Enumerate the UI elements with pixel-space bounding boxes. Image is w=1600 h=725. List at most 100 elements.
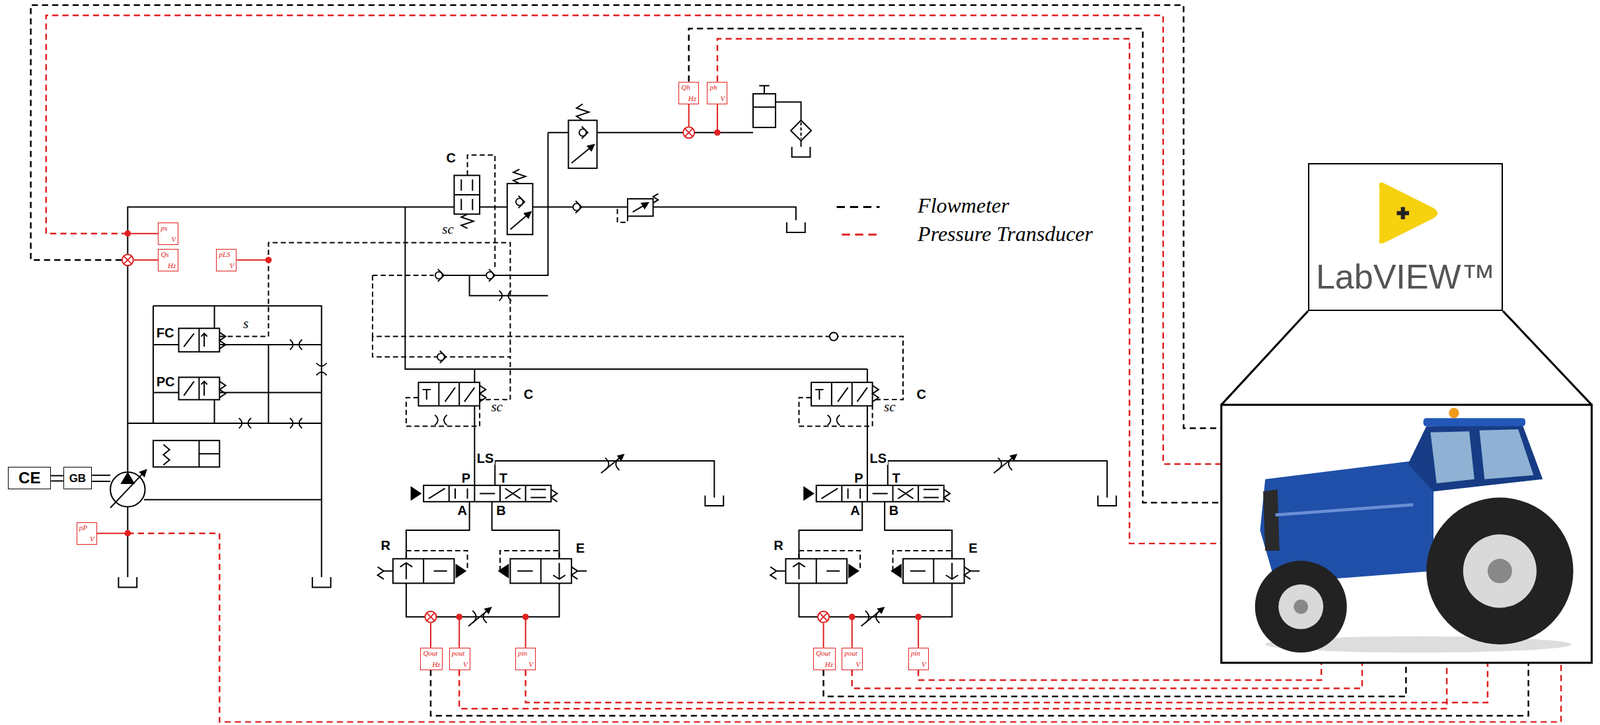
hydraulic-lines [91,85,904,588]
unit-text: Hz [432,661,440,669]
schematic-path [91,475,111,482]
schematic-use [424,611,437,623]
schematic-path [453,179,480,211]
pressure-transducer-box: pinV [908,648,929,671]
schematic-path [430,617,526,648]
schematic-use [704,496,724,507]
schematic-path [1479,429,1534,480]
schematic-g [219,155,904,401]
schematic-use [572,200,582,214]
part-label: B [494,504,507,518]
pressure-transducer-box: pPV [76,522,98,546]
signal-name: pLS [218,251,230,259]
schematic-use [786,222,806,233]
schematic-path [717,38,1222,544]
signal-name: ps [160,224,168,232]
schematic-use [434,415,448,426]
part-label: T [890,471,902,485]
pressure-transducer-box: poutV [841,648,863,671]
legend-sample [841,233,880,236]
schematic-path [571,144,594,164]
schematic-path [237,259,269,261]
schematic-path [617,208,628,223]
schematic-path [473,406,475,486]
part-label: C [522,387,535,401]
signal-name: pP [79,524,88,532]
legend-sample [836,206,880,209]
unit-text: V [720,95,726,103]
labview-logo [1378,182,1438,244]
symbol-label: sc [489,400,505,415]
schematic-circle [1278,584,1324,630]
schematic-use [486,269,495,283]
schematic-path [110,470,146,509]
pressure-transducer-box: psV [157,222,179,246]
schematic-rect [153,440,220,468]
part-label: E [967,541,979,555]
schematic-path [400,558,448,584]
schematic-path [127,305,322,578]
schematic-use [118,577,137,588]
schematic-path [219,381,226,399]
part-label: R [772,539,785,553]
schematic-path [571,567,587,581]
schematic-path [525,663,1488,703]
schematic-circle [1255,560,1347,653]
part-label: LS [475,451,496,466]
shaft-line [50,474,64,477]
schematic-circle [1426,498,1573,645]
signal-name: pout [451,650,466,658]
part-label: P [852,471,865,485]
schematic-path [1221,311,1593,405]
part-label: C [444,151,457,165]
part-label: R [379,539,392,553]
unit-text: V [89,535,95,544]
schematic-g [316,363,327,376]
part-label: T [498,471,509,485]
schematic-path [377,567,394,581]
pressure-transducer-box: pLSV [216,249,237,272]
schematic-rect [627,198,654,217]
schematic-path [494,461,715,499]
schematic-rect [509,558,572,584]
schematic-use [312,577,331,588]
schematic-use [468,607,491,627]
part-label: P [460,471,472,485]
motor-box: CE [7,467,51,490]
schematic-path [430,663,1529,717]
schematic-rect [753,93,776,128]
schematic-use [498,290,512,301]
flowmeter-box: QhHz [678,81,699,105]
schematic-path [422,382,475,407]
schematic-rect [393,558,455,584]
part-label: E [574,541,586,555]
schematic-path [653,193,659,203]
part-label: PC [155,375,177,389]
schematic-path [163,440,220,468]
schematic-path [479,385,486,403]
schematic-rect [1423,418,1526,427]
schematic-circle [266,257,272,263]
schematic-use [515,196,525,209]
schematic-use [290,339,303,350]
flowmeter-box: QoutHz [813,648,836,671]
part-label: B [887,504,900,518]
part-label: A [848,504,861,518]
schematic-rect [179,328,220,353]
unit-text: V [463,661,468,669]
schematic-path [121,473,135,484]
schematic-path [1275,504,1414,515]
unit-text: V [171,235,177,244]
schematic-rect [453,175,480,215]
schematic-rect [568,120,597,169]
sensor-taps [97,104,721,537]
part-label: LS [868,451,888,466]
node-text: LabVIEW™ [1315,259,1496,294]
schematic-path [500,550,560,572]
gearbox-box: GB [63,467,92,490]
symbol-label: sc [440,222,456,237]
schematic-use [683,126,695,139]
schematic-circle [124,531,131,537]
schematic-use [437,350,446,364]
